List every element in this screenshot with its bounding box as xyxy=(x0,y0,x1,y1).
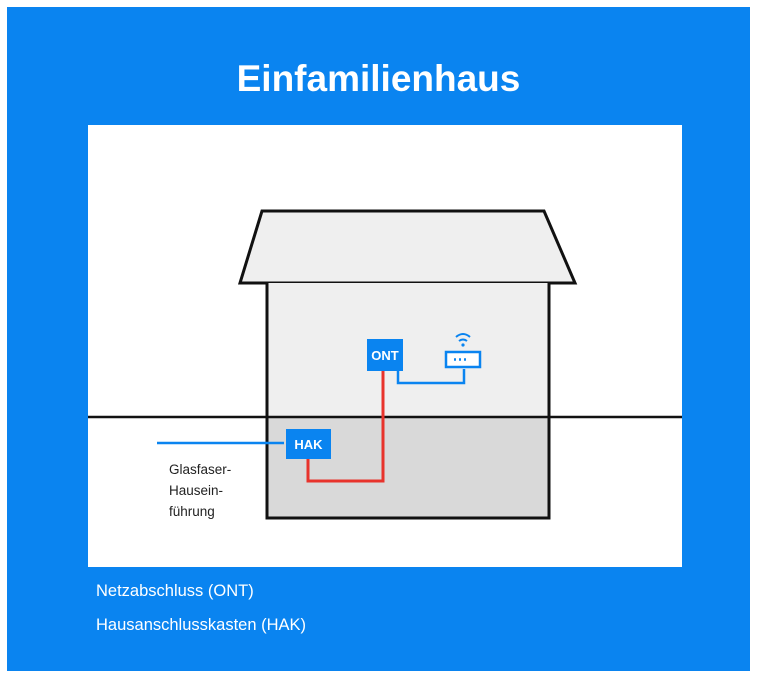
house-roof xyxy=(237,209,578,285)
page-title: Einfamilienhaus xyxy=(236,58,521,99)
hak-ont-cable xyxy=(306,365,385,483)
glasfaser-label-line-2: Hausein- xyxy=(169,483,223,498)
ont-router-cable xyxy=(396,369,466,385)
router-wifi-icon xyxy=(444,333,482,369)
house-upper-floor xyxy=(267,283,549,417)
house-walls xyxy=(265,283,551,520)
ont-box: ONT xyxy=(367,339,403,371)
hak-label: HAK xyxy=(294,437,323,452)
glasfaser-label-line-3: führung xyxy=(169,504,215,519)
caption-ont: Netzabschluss (ONT) xyxy=(96,582,254,600)
caption-hak: Hausanschlusskasten (HAK) xyxy=(96,616,307,634)
ont-label: ONT xyxy=(371,348,399,363)
glasfaser-label: Glasfaser- Hausein- führung xyxy=(169,462,235,519)
infographic-card: Einfamilienhaus ONT xyxy=(7,7,750,671)
glasfaser-label-line-1: Glasfaser- xyxy=(169,462,231,477)
house-connection-diagram: ONT HAK Glasfaser- Hausein- fü xyxy=(88,125,682,567)
hak-box: HAK xyxy=(286,429,331,459)
